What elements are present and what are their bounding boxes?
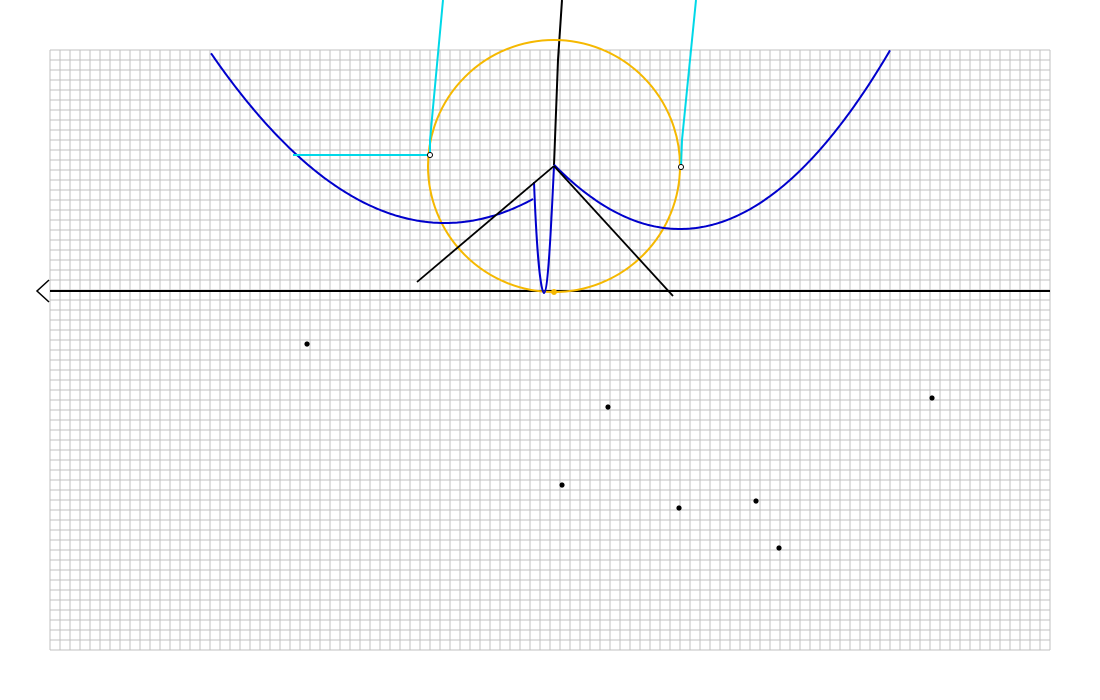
scatter-point[interactable] (559, 482, 565, 488)
scatter-point[interactable] (776, 545, 782, 551)
marked-point-bottom[interactable] (551, 289, 557, 295)
scatter-point[interactable] (304, 341, 310, 347)
parabola-left (210, 52, 534, 224)
scatter-point[interactable] (605, 404, 611, 410)
parabola-right (553, 49, 891, 230)
vertical-line (553, 0, 563, 166)
tangent-line-right (553, 165, 674, 297)
chevron-left-icon (35, 279, 50, 303)
narrow-parabola (533, 165, 555, 295)
guide-line-left (293, 0, 444, 156)
scatter-point[interactable] (676, 505, 682, 511)
grid (49, 49, 1051, 651)
scatter-point[interactable] (753, 498, 759, 504)
tangent-line-left (416, 165, 555, 283)
scatter-point[interactable] (929, 395, 935, 401)
marked-point-left[interactable] (427, 152, 433, 158)
marked-point-right[interactable] (678, 164, 684, 170)
guide-line-right (680, 0, 697, 168)
scatter-points (304, 341, 935, 551)
